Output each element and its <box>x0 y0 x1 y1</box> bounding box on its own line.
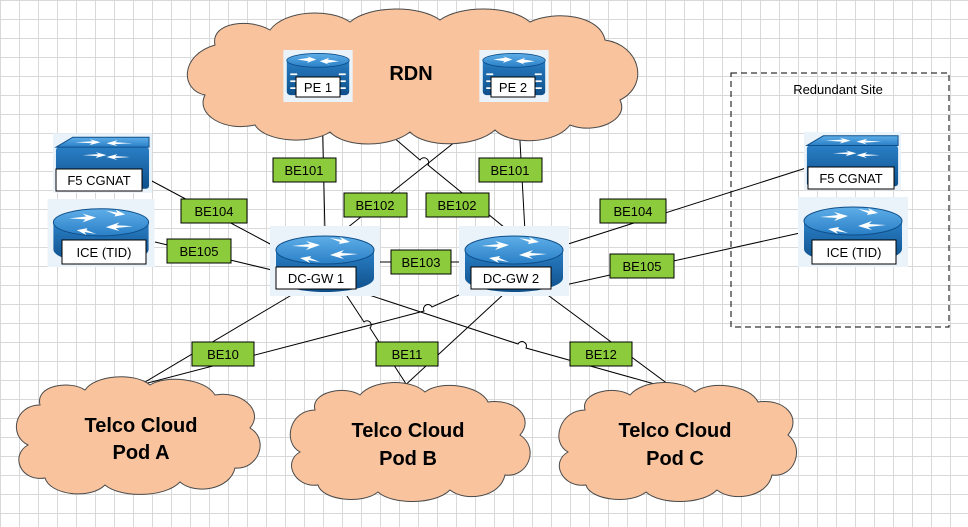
cloud-rdn-shape <box>187 8 639 145</box>
cloud-pod-c: Telco Cloud Pod C <box>558 382 798 502</box>
link-label-be101-left: BE101 <box>272 157 337 183</box>
svg-text:BE103: BE103 <box>401 255 440 270</box>
svg-text:BE104: BE104 <box>613 204 652 219</box>
cloud-pod-a-shape <box>16 376 261 495</box>
device-dcgw1[interactable]: DC-GW 1 <box>269 226 381 296</box>
link-dcgw2-poda <box>139 289 471 386</box>
link-dcgw1-poda <box>139 289 301 386</box>
f5-right-label: F5 CGNAT <box>819 171 882 186</box>
svg-text:BE102: BE102 <box>355 198 394 213</box>
device-f5-right[interactable]: F5 CGNAT <box>804 131 901 191</box>
f5-right-label-box <box>807 166 895 190</box>
link-labels: BE101 BE101 BE102 BE102 BE103 BE104 BE10… <box>166 157 675 367</box>
ice-left-label: ICE (TID) <box>77 245 132 260</box>
cloud-pod-b-shape <box>289 382 531 502</box>
svg-text:BE104: BE104 <box>194 204 233 219</box>
svg-text:BE101: BE101 <box>284 163 323 178</box>
pe2-label: PE 2 <box>499 80 527 95</box>
dcgw2-label-box <box>470 266 552 290</box>
svg-text:BE12: BE12 <box>585 347 617 362</box>
link-label-be102-right: BE102 <box>425 192 490 218</box>
svg-text:BE105: BE105 <box>179 244 218 259</box>
dcgw1-label-box <box>275 266 357 290</box>
link-label-be11: BE11 <box>375 341 439 367</box>
cloud-pod-b-line2: Pod B <box>379 448 437 470</box>
cloud-pod-c-line1: Telco Cloud <box>619 420 732 442</box>
f5-left-label-box <box>55 168 143 192</box>
link-dcgw2-podb <box>399 292 506 391</box>
redundant-site-title: Redundant Site <box>793 82 883 97</box>
cloud-pod-c-shape <box>558 382 798 502</box>
link-label-be104-right: BE104 <box>599 198 667 224</box>
link-dcgw1-podc <box>359 291 677 391</box>
link-dcgw1-podb <box>344 292 411 391</box>
cloud-pod-a-line1: Telco Cloud <box>85 415 198 437</box>
svg-text:BE102: BE102 <box>437 198 476 213</box>
ice-right-label: ICE (TID) <box>827 245 882 260</box>
ice-right-label-box <box>811 239 897 265</box>
cloud-rdn-title: RDN <box>389 63 432 85</box>
svg-text:BE101: BE101 <box>490 163 529 178</box>
link-label-be105-left: BE105 <box>166 238 232 264</box>
cloud-pod-a: Telco Cloud Pod A <box>16 376 261 495</box>
link-label-be10: BE10 <box>191 341 255 367</box>
cloud-pod-b-line1: Telco Cloud <box>352 420 465 442</box>
svg-text:BE105: BE105 <box>622 259 661 274</box>
link-label-be102-left: BE102 <box>343 192 408 218</box>
svg-text:BE10: BE10 <box>207 347 239 362</box>
link-dcgw2-iceright <box>564 232 801 286</box>
cloud-rdn: RDN <box>187 8 639 145</box>
link-label-be104-left: BE104 <box>180 198 248 224</box>
dcgw2-label: DC-GW 2 <box>483 271 539 286</box>
dcgw1-label: DC-GW 1 <box>288 271 344 286</box>
cloud-pod-b: Telco Cloud Pod B <box>289 382 531 502</box>
ice-left-label-box <box>61 239 147 265</box>
device-pe2[interactable]: PE 2 <box>478 50 550 102</box>
link-pe1-dcgw2 <box>351 101 511 233</box>
device-pe1[interactable]: PE 1 <box>282 50 354 102</box>
link-dcgw2-f5right <box>564 167 807 246</box>
pe1-label: PE 1 <box>304 80 332 95</box>
pe2-label-box <box>490 76 536 98</box>
svg-text:BE11: BE11 <box>392 347 423 362</box>
device-dcgw2[interactable]: DC-GW 2 <box>458 226 570 296</box>
device-ice-right[interactable]: ICE (TID) <box>797 197 909 267</box>
pe1-label-box <box>295 76 341 98</box>
redundant-site-box <box>730 72 950 328</box>
link-label-be101-right: BE101 <box>478 157 543 183</box>
f5-left-label: F5 CGNAT <box>67 173 130 188</box>
device-f5-left[interactable]: F5 CGNAT <box>53 133 152 193</box>
link-label-be105-right: BE105 <box>609 253 675 279</box>
cloud-pod-c-line2: Pod C <box>646 448 704 470</box>
device-ice-left[interactable]: ICE (TID) <box>47 199 155 267</box>
cloud-pod-a-line2: Pod A <box>112 442 169 464</box>
link-label-be103: BE103 <box>390 249 452 275</box>
link-label-be12: BE12 <box>569 341 633 367</box>
redundant-site: Redundant Site <box>730 72 950 328</box>
